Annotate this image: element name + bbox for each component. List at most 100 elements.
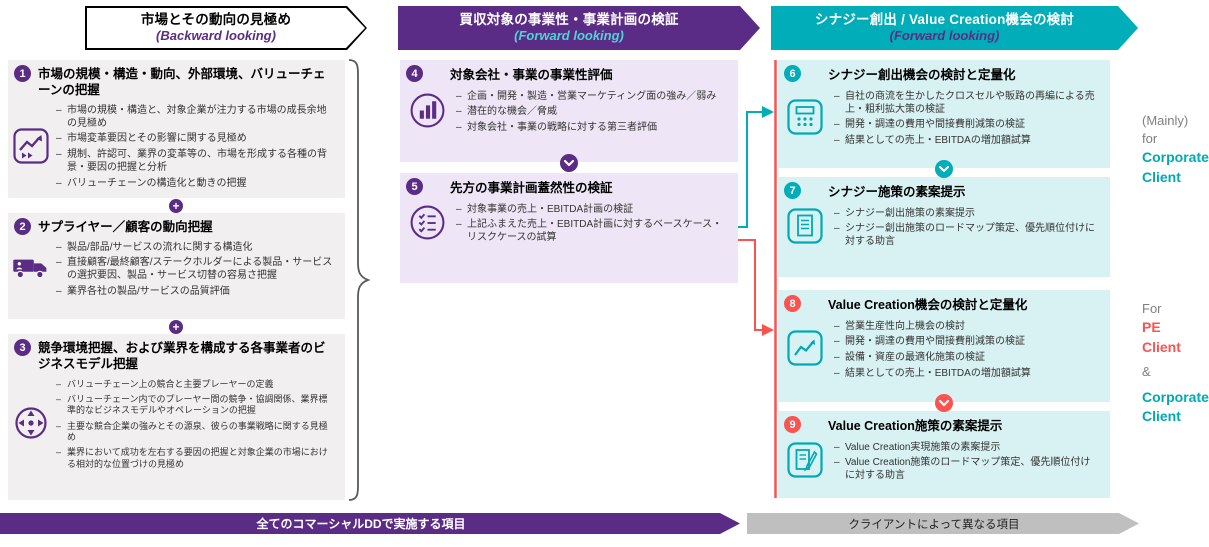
step-number-badge: 8 [784,295,801,312]
card-title: シナジー創出機会の検討と定量化 [828,68,1016,82]
annotation-for-pe-and-corporate: For PE Client & Corporate Client [1142,300,1209,427]
header-title: シナジー創出 / Value Creation機会の検討 [814,11,1075,27]
step-number-badge: 7 [784,182,801,199]
step-number-badge: 3 [14,339,31,356]
checklist-icon [400,204,454,241]
bullet: 直接顧客/最終顧客/ステークホルダーによる製品・サービスの選択要因、製品・サービ… [54,256,335,282]
bottom-arrow-client-specific-scope: クライアントによって異なる項目 [747,513,1139,534]
plus-glyph: + [172,320,180,334]
bullet: バリューチェーンの構造化と動きの把握 [54,177,335,190]
card-market-structure: 1 市場の規模・構造・動向、外部環境、バリューチェーンの把握 市場の規模・構造と… [8,60,345,198]
annotation-line: for [1142,131,1158,147]
chevron-down-icon [935,394,953,412]
annotation-line: Corporate [1142,388,1209,405]
document-icon [778,208,832,244]
annotation-line: For [1142,301,1162,316]
header-background [398,6,760,50]
header-background [87,8,365,48]
bottom-arrow-common-scope: 全てのコマーシャルDDで実施する項目 [0,513,740,534]
annotation-line: (Mainly) [1142,113,1189,128]
annotation-line: & [1142,364,1151,380]
card-business-plan-validation: 5 先方の事業計画蓋然性の検証 対象事業の売上・EBITDA計画の検証 上記ふま… [400,173,738,283]
plus-glyph: + [172,199,180,213]
card-title: 競争環境把握、および業界を構成する各事業者のビジネスモデル把握 [38,341,326,371]
bullet: 上記ふまえた売上・EBITDA計画に対するベースケース・リスクケースの試算 [454,218,728,244]
header-deal-validation: 買収対象の事業性・事業計画の検証 (Forward looking) [398,6,760,50]
header-title: 買収対象の事業性・事業計画の検証 [459,11,679,27]
step-number: 1 [19,67,26,80]
step-number: 3 [19,341,26,354]
bullet: 設備・資産の最適化施策の検証 [832,351,1100,364]
header-title: 市場とその動向の見極め [140,11,292,27]
document-edit-icon [778,442,832,478]
card-competitive-landscape: 3 競争環境把握、および業界を構成する各事業者のビジネスモデル把握 バリューチェ… [8,334,345,500]
card-value-creation-quantification: 8 Value Creation機会の検討と定量化 営業生産性向上機会の検討 開… [778,290,1110,402]
bullet: シナジー創出施策の素案提示 [832,207,1100,220]
chevron-down-icon [560,154,578,172]
card-synergy-quantification: 6 シナジー創出機会の検討と定量化 自社の商流を生かしたクロスセルや販路の再編に… [778,60,1110,168]
step-number-badge: 6 [784,65,801,82]
bullet: 市場変革要因とその影響に関する見極め [54,132,335,145]
step-number: 8 [789,297,796,310]
card-title: 対象会社・事業の事業性評価 [450,68,613,82]
bullet: 主要な競合企業の強みとその源泉、彼らの事業戦略に関する見極め [54,421,335,444]
annotation-line: Client [1142,408,1181,425]
bullet: Value Creation実現施策の素案提示 [832,441,1100,454]
bullet: 企画・開発・製造・営業マーケティング面の強み／弱み [454,90,728,103]
bullet: 開発・調達の費用や間接費削減策の検証 [832,118,1100,131]
bullet: 対象事業の売上・EBITDA計画の検証 [454,203,728,216]
step-number: 7 [789,184,796,197]
header-backward-looking: 市場とその動向の見極め (Backward looking) [85,6,367,50]
step-number: 9 [789,418,796,431]
step-number: 6 [789,67,796,80]
truck-icon [8,254,54,282]
step-number: 2 [19,220,26,233]
step-number-badge: 1 [14,65,31,82]
plus-icon: + [169,320,183,334]
bar-chart-icon [400,92,454,129]
bullet: 結果としての売上・EBITDAの増加額試算 [832,134,1100,147]
step-number-badge: 2 [14,218,31,235]
card-synergy-proposal: 7 シナジー施策の素案提示 シナジー創出施策の素案提示 シナジー創出施策のロード… [778,177,1110,277]
annotation-line: PE [1142,319,1161,336]
trend-arrow-icon [8,127,54,164]
bullet: 市場の規模・構造と、対象企業が注力する市場の成長余地の見極め [54,104,335,130]
bullet: 営業生産性向上機会の検討 [832,320,1100,333]
bullet: 対象会社・事業の戦略に対する第三者評価 [454,121,728,134]
bottom-arrow-label: クライアントによって異なる項目 [848,518,1020,531]
compass-icon [8,405,54,441]
header-subtitle: (Forward looking) [889,28,1000,44]
annotation-line: Corporate [1142,149,1209,166]
bottom-arrow-label: 全てのコマーシャルDDで実施する項目 [256,517,466,531]
plus-icon: + [169,199,183,213]
bullet: 自社の商流を生かしたクロスセルや販路の再編による売上・粗利拡大策の検証 [832,90,1100,116]
bullet: 結果としての売上・EBITDAの増加額試算 [832,367,1100,380]
step-number-badge: 5 [406,178,423,195]
chevron-down-icon [935,160,953,178]
annotation-line: Client [1142,338,1181,355]
card-title: シナジー施策の素案提示 [828,185,966,199]
bullet: バリューチェーン上の競合と主要プレーヤーの定義 [54,379,335,391]
card-title: サプライヤー／顧客の動向把握 [38,220,213,234]
header-subtitle: (Forward looking) [514,28,624,44]
bullet: 製品/部品/サービスの流れに関する構造化 [54,241,335,254]
header-synergy-value-creation: シナジー創出 / Value Creation機会の検討 (Forward lo… [771,6,1138,50]
bullet: 業界において成功を左右する要因の把握と対象企業の市場における相対的な位置づけの見… [54,447,335,470]
bullet: 開発・調達の費用や間接費削減策の検証 [832,335,1100,348]
bullet: 規制、許認可、業界の変革等の、市場を形成する各種の背景・要因の把握と分析 [54,148,335,174]
card-title: Value Creation施策の素案提示 [828,419,1003,433]
bullet: 業界各社の製品/サービスの品質評価 [54,285,335,298]
column1-brace [348,59,371,501]
step-number: 5 [411,180,418,193]
header-background [771,6,1138,50]
annotation-line: Client [1142,168,1181,185]
card-title: Value Creation機会の検討と定量化 [828,298,1028,312]
bullet: バリューチェーン内でのプレーヤー間の競争・協調関係、業界標準的なビジネスモデルや… [54,394,335,417]
step-number-badge: 9 [784,416,801,433]
card-supplier-customer: 2 サプライヤー／顧客の動向把握 製品/部品/サービスの流れに関する構造化 直接… [8,213,345,319]
bullet: シナジー創出施策のロードマップ策定、優先順位付けに対する助言 [832,222,1100,248]
annotation-mainly-for-corporate: (Mainly) for Corporate Client [1142,112,1209,188]
card-business-viability: 4 対象会社・事業の事業性評価 企画・開発・製造・営業マーケティング面の強み／弱… [400,60,738,162]
card-value-creation-proposal: 9 Value Creation施策の素案提示 Value Creation実現… [778,411,1110,498]
